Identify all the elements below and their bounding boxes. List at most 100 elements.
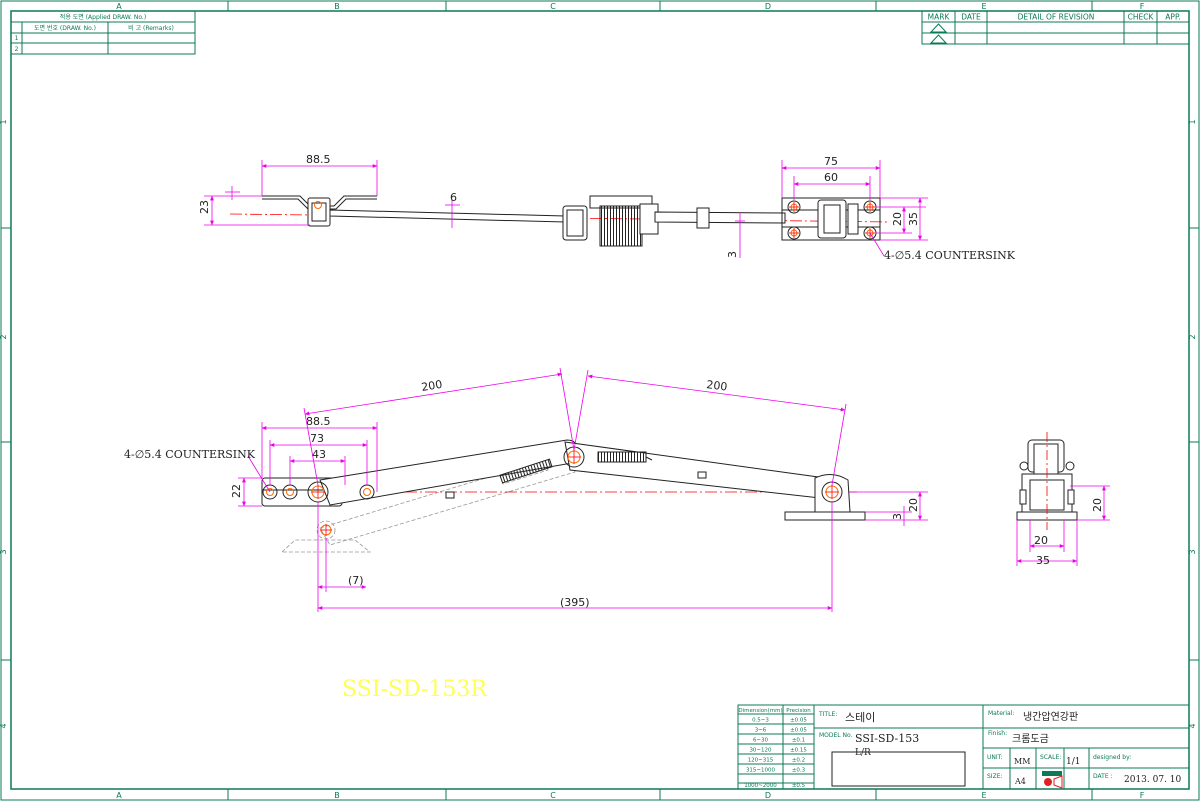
grid-col-bottom: B [334,791,340,800]
precision-row-val: ±0.3 [792,768,806,774]
precision-row-dim: 1000~2000 [744,783,777,789]
size-label: SIZE: [987,773,1003,780]
revision-detail-header: DETAIL OF REVISION [1018,13,1095,22]
projection-symbol-icon [1042,771,1063,789]
size-value: A4 [1014,777,1026,786]
applied-table-col1: 도면 번호 (DRAW. No.) [34,24,96,32]
revision-table: MARK DATE DETAIL OF REVISION CHECK APP. [921,10,1190,45]
precision-row-dim: 120~315 [748,758,774,764]
revision-mark-header: MARK [928,13,951,22]
title-block: Dimension(mm) Precision 0.5~3 ±0.05 3~6 … [737,704,1190,790]
precision-row-val: ±0.1 [792,738,805,744]
title-label: TITLE: [818,711,837,718]
grid-col-bottom: A [116,791,122,800]
grid-row-right: 1 [1188,119,1197,124]
designed-label: designed by: [1093,754,1131,761]
revision-triangle-icon [929,23,948,44]
applied-table-col2: 비 고 (Remarks) [128,24,174,32]
grid-row-left: 3 [0,549,8,554]
grid-col-top: B [334,2,340,11]
dim-top-3: 3 [726,251,739,258]
title-block-blank-box [831,751,966,787]
dim-side-35: 35 [1036,554,1050,567]
dim-top-6: 6 [450,191,457,204]
dim-front-7: (7) [348,574,364,587]
grid-col-top: E [981,2,986,11]
top-view: 88.5 23 6 3 75 60 20 35 4-∅5.4 COUNTERSI… [198,153,1016,262]
date-value: 2013. 07. 10 [1124,775,1182,785]
model-value: SSI-SD-153 [855,732,919,745]
dim-front-88-5: 88.5 [306,415,331,428]
dim-front-20: 20 [907,498,920,512]
grid-col-top: F [1140,2,1145,11]
precision-row-dim: 0.5~3 [752,718,769,724]
front-view: 200 200 88.5 73 43 22 20 3 (7) (395) 4-∅… [124,367,928,612]
precision-row-dim: 3~6 [755,728,767,734]
grid-col-top: D [765,2,771,11]
dim-top-35: 35 [907,212,920,226]
scale-value: 1/1 [1066,757,1080,767]
precision-row-val: ±0.5 [792,783,806,789]
grid-col-bottom: F [1140,791,1145,800]
dim-top-20: 20 [891,212,904,226]
dim-side-20v: 20 [1091,498,1104,512]
model-label: MODEL No. [819,732,853,739]
top-view-countersink-note: 4-∅5.4 COUNTERSINK [884,249,1016,262]
precision-header-dimension: Dimension(mm) [738,708,782,714]
precision-row-val: ±0.05 [790,718,807,724]
material-value: 냉간압연강판 [1023,710,1078,723]
grid-col-top: C [550,2,556,11]
unit-label: UNIT: [987,754,1003,761]
material-label: Material: [988,710,1014,717]
grid-col-bottom: E [981,791,986,800]
finish-value: 크롬도금 [1012,733,1049,745]
precision-row-dim: 30~120 [749,748,772,754]
grid-row-left: 4 [0,723,8,728]
top-view-dimensions [204,160,928,258]
model-sub: L/R [855,748,871,758]
applied-table-row: 2 [15,46,19,53]
dim-front-200b: 200 [706,378,728,393]
applied-table-row: 1 [15,35,19,42]
front-view-dimensions [238,367,928,612]
dim-top-60: 60 [824,171,838,184]
grid-row-right: 2 [1188,334,1197,339]
revision-app-header: APP. [1165,13,1180,22]
front-view-countersink-note: 4-∅5.4 COUNTERSINK [124,448,256,461]
dim-side-20h: 20 [1034,534,1048,547]
dim-front-43: 43 [312,448,326,461]
dim-front-395: (395) [560,596,590,609]
finish-label: Finish: [988,730,1007,737]
title-value: 스테이 [845,711,875,724]
applied-drawing-table: 적용 도면 (Applied DRAW. No.) 도면 번호 (DRAW. N… [10,10,196,55]
grid-row-right: 3 [1188,549,1197,554]
scale-label: SCALE: [1040,754,1061,761]
unit-value: MM [1014,757,1030,766]
precision-row-dim: 6~30 [753,738,769,744]
grid-col-bottom: D [765,791,771,800]
revision-date-header: DATE [961,13,981,22]
dim-front-3: 3 [891,513,904,520]
grid-row-left: 2 [0,334,8,339]
grid-col-bottom: C [550,791,556,800]
grid-row-left: 1 [0,119,8,124]
model-watermark: SSI-SD-153R [342,677,488,702]
side-view: 20 35 20 [1016,432,1110,567]
applied-table-header: 적용 도면 (Applied DRAW. No.) [60,13,146,21]
dim-front-200a: 200 [420,378,443,394]
date-label: DATE : [1093,773,1113,780]
precision-row-dim: 315~1000 [746,768,776,774]
grid-row-right: 4 [1188,723,1197,728]
precision-row-val: ±0.05 [790,728,807,734]
dim-front-22: 22 [230,484,243,498]
precision-row-val: ±0.2 [792,758,805,764]
dim-top-23: 23 [198,200,211,214]
dim-top-75: 75 [824,155,838,168]
revision-check-header: CHECK [1128,13,1155,22]
precision-header-precision: Precision [786,708,811,714]
dim-top-88-5: 88.5 [306,153,331,166]
dim-front-73: 73 [310,432,324,445]
